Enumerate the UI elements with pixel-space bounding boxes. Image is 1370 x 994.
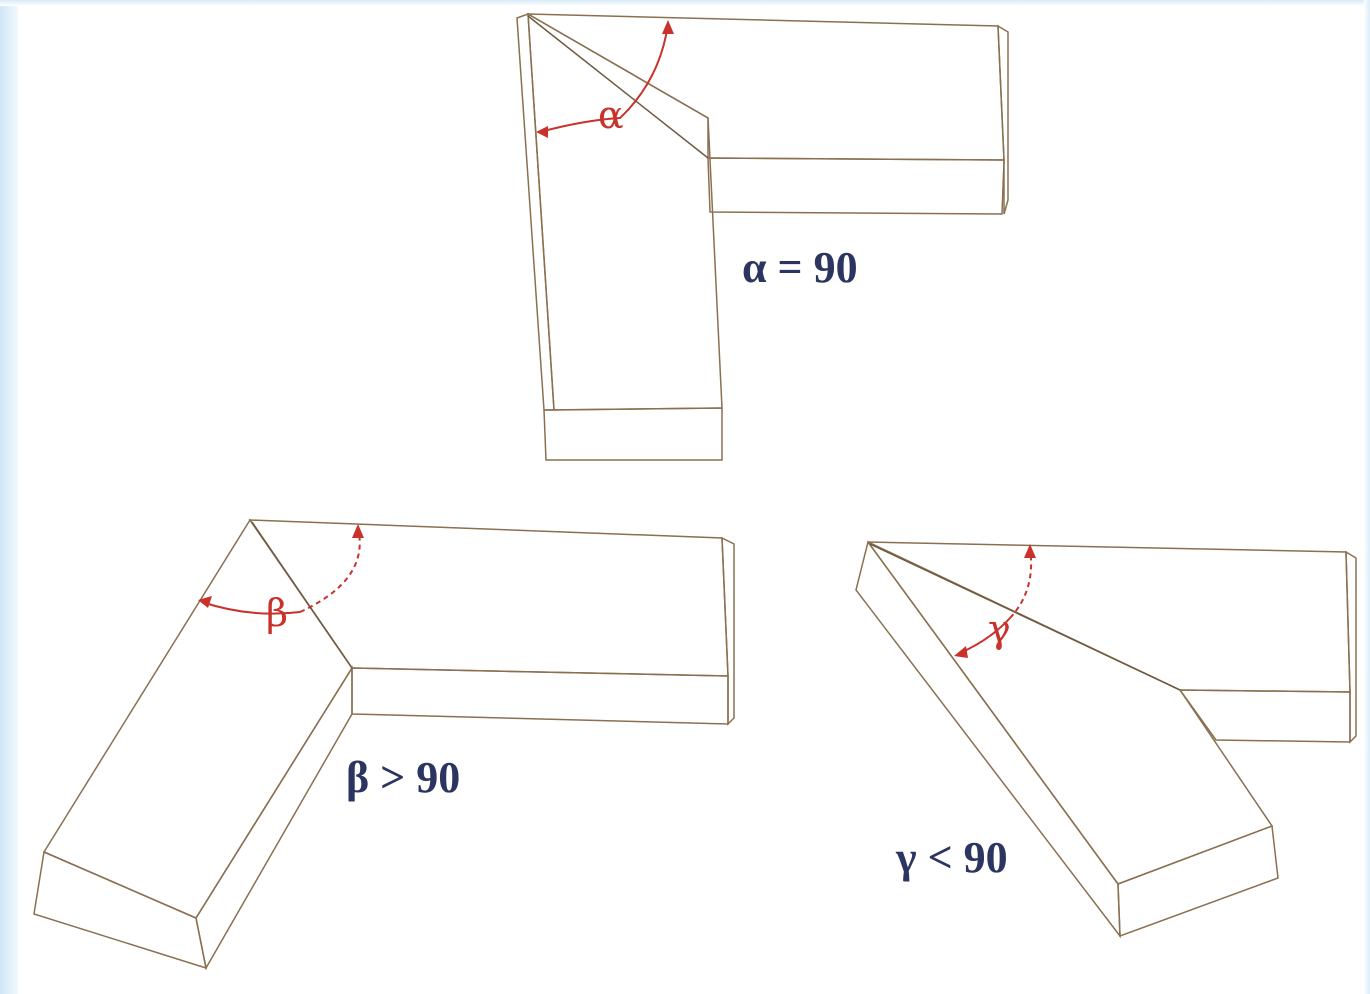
angle-label-beta: β	[266, 591, 288, 635]
frame-left-edge	[0, 0, 18, 994]
joint-beta: β β > 90	[33, 518, 735, 971]
angle-arc-dashed	[299, 527, 361, 613]
board-vertical-end	[543, 407, 723, 461]
angle-arrow-top	[352, 524, 364, 538]
miter-line	[869, 543, 1181, 691]
angle-arc	[201, 601, 301, 615]
angle-arrow-left	[198, 596, 212, 608]
board-horizontal-side	[1178, 689, 1351, 743]
board-diagonal-end	[33, 850, 207, 970]
board-horizontal-end	[721, 536, 735, 726]
joint-alpha: α α = 90	[516, 12, 1009, 461]
caption-alpha: α = 90	[742, 243, 858, 292]
frame-top-edge	[0, 0, 1370, 6]
board-diagonal-top	[42, 518, 353, 919]
board-horizontal-side	[351, 667, 729, 725]
angle-arrow-top	[662, 20, 674, 34]
caption-beta: β > 90	[346, 753, 460, 802]
board-horizontal-top	[527, 13, 1005, 161]
angle-arc-dashed	[1009, 547, 1033, 619]
board-horizontal-top	[248, 519, 729, 677]
board-horizontal-side	[707, 157, 1005, 215]
board-vertical-top	[527, 12, 723, 411]
angle-arrow-top	[1024, 544, 1036, 558]
miter-line	[251, 521, 353, 669]
angle-label-gamma: γ	[988, 607, 1011, 651]
board-diagonal-side	[195, 665, 353, 971]
angle-label-alpha: α	[598, 93, 624, 137]
board-horizontal-top	[867, 541, 1351, 693]
angle-arc	[539, 23, 669, 133]
board-horizontal-end	[997, 24, 1009, 215]
angle-arrow-left	[954, 646, 968, 658]
board-diagonal-end	[1117, 824, 1279, 938]
miter-line	[527, 15, 709, 159]
joint-gamma: γ γ < 90	[855, 540, 1357, 939]
caption-gamma: γ < 90	[895, 833, 1008, 882]
board-vertical-side	[516, 12, 555, 411]
angle-arrow-left	[536, 126, 548, 138]
board-horizontal-end	[1345, 550, 1357, 744]
frame-right-edge	[1364, 0, 1370, 994]
